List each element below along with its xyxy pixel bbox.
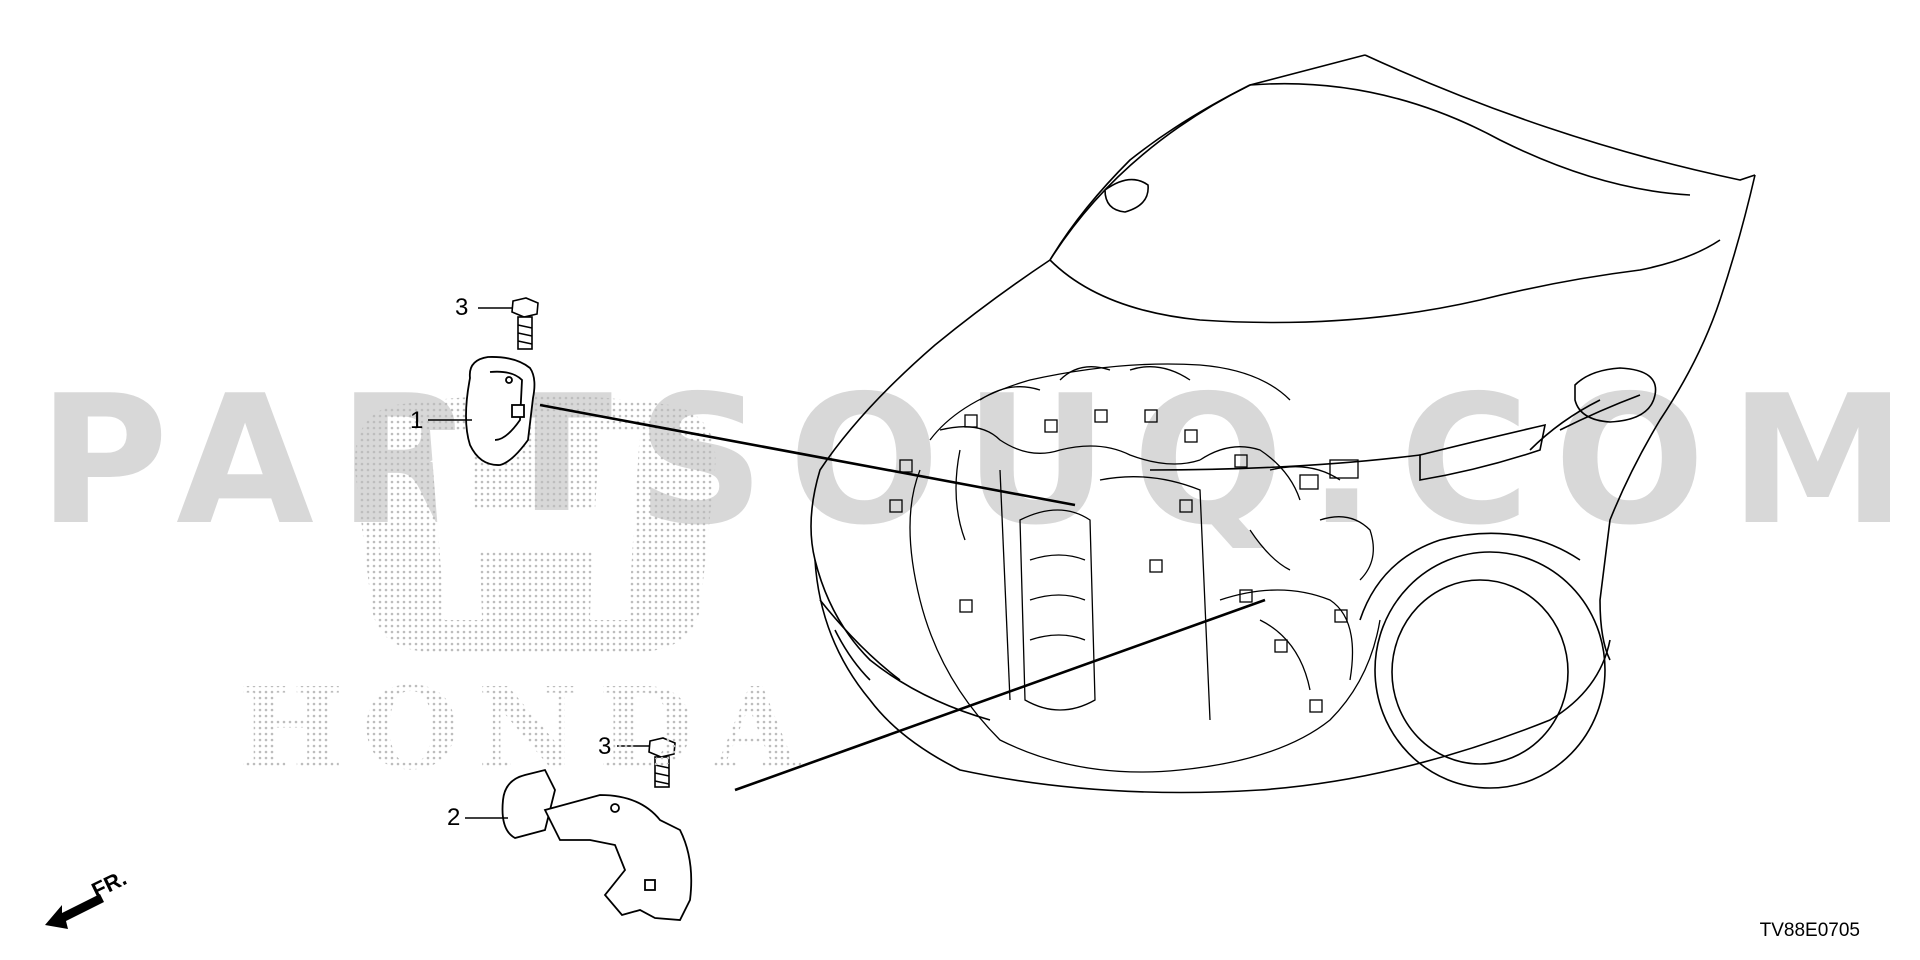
callout-3-upper: 3 <box>455 294 469 321</box>
car-outline <box>810 54 1756 794</box>
leader-lines <box>539 403 1266 792</box>
diagram-code: TV88E0705 <box>1759 920 1860 941</box>
part-1-clamp-bracket <box>465 356 536 466</box>
part-2-stay-bracket <box>501 768 693 921</box>
bolt-upper <box>511 297 539 350</box>
callout-3-lower: 3 <box>598 733 612 760</box>
honda-brand-watermark: HONDA <box>238 664 818 795</box>
callout-2: 2 <box>447 804 461 831</box>
watermark-partsouq: PARTSOUQ.COM <box>38 357 1920 564</box>
leader-line-part-2 <box>734 598 1266 792</box>
leader-line-part-1 <box>539 403 1076 507</box>
callout-ticks <box>428 307 650 819</box>
bolt-lower <box>648 737 676 788</box>
front-direction-arrow-icon <box>45 894 104 929</box>
engine-harness-assembly <box>889 363 1381 773</box>
callout-1: 1 <box>410 407 424 434</box>
honda-logo-watermark <box>354 395 716 652</box>
